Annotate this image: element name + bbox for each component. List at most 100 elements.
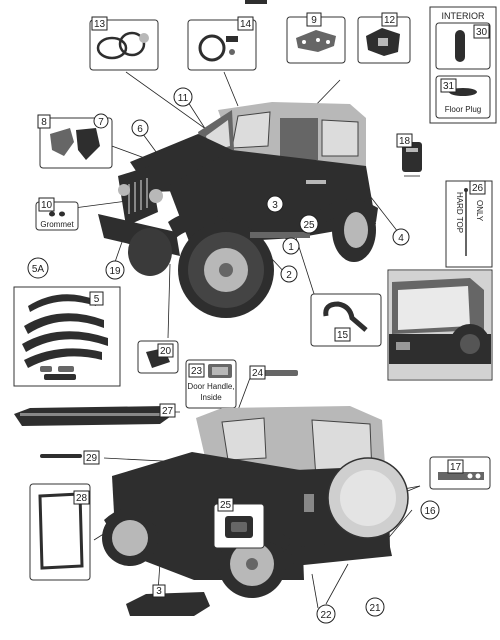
svg-text:26: 26 xyxy=(472,183,484,194)
svg-text:20: 20 xyxy=(160,346,172,357)
callout-1: 1 xyxy=(282,237,300,255)
grommet-caption: Grommet xyxy=(40,220,74,229)
callout-23: 23 xyxy=(188,363,205,378)
callout-17: 17 xyxy=(447,459,464,474)
jeep-front-view xyxy=(98,102,378,318)
callout-21: 21 xyxy=(365,597,385,617)
svg-text:18: 18 xyxy=(399,136,411,147)
svg-text:12: 12 xyxy=(384,15,396,26)
svg-text:29: 29 xyxy=(86,453,98,464)
battery-cable-part xyxy=(96,31,149,60)
part-box-28 xyxy=(29,483,91,581)
svg-text:19: 19 xyxy=(109,266,121,277)
grommet-part xyxy=(49,211,65,217)
svg-text:2: 2 xyxy=(286,270,292,281)
door-handle-inside-part xyxy=(208,364,232,378)
callout-9: 9 xyxy=(306,12,322,27)
door-seal-part-28 xyxy=(38,492,84,570)
svg-text:1: 1 xyxy=(288,242,294,253)
svg-text:15: 15 xyxy=(337,330,349,341)
callout-24: 24 xyxy=(249,365,266,380)
svg-text:24: 24 xyxy=(252,368,264,379)
svg-text:21: 21 xyxy=(369,603,381,614)
svg-text:13: 13 xyxy=(94,19,106,30)
svg-text:28: 28 xyxy=(76,493,88,504)
callout-6: 6 xyxy=(131,119,149,137)
fender-flares-part xyxy=(22,294,108,380)
svg-text:16: 16 xyxy=(424,506,436,517)
callout-30: 30 xyxy=(473,24,490,39)
callout-5: 5 xyxy=(89,291,104,306)
part-29-rod xyxy=(40,454,82,458)
callout-18: 18 xyxy=(396,133,413,148)
interior-part-30 xyxy=(455,30,465,62)
callout-5a: 5A xyxy=(27,257,49,279)
part-27-bar xyxy=(14,406,174,426)
svg-text:3: 3 xyxy=(156,586,162,597)
svg-text:25: 25 xyxy=(220,500,232,511)
callout-25b: 25 xyxy=(217,497,234,512)
callout-2: 2 xyxy=(280,265,298,283)
latch-part xyxy=(366,28,400,56)
callout-7: 7 xyxy=(93,113,109,129)
callout-22: 22 xyxy=(316,604,336,624)
svg-text:23: 23 xyxy=(191,366,203,377)
svg-text:11: 11 xyxy=(178,93,189,104)
callout-15: 15 xyxy=(334,327,351,342)
svg-text:4: 4 xyxy=(398,233,404,244)
part-24 xyxy=(260,370,298,376)
part-26-rod xyxy=(464,188,468,256)
top-title-fragment xyxy=(245,0,267,4)
callout-20: 20 xyxy=(157,343,174,358)
svg-text:17: 17 xyxy=(450,462,462,473)
svg-text:5: 5 xyxy=(94,294,100,305)
callout-27: 27 xyxy=(159,403,176,418)
svg-text:22: 22 xyxy=(320,610,332,621)
callout-14: 14 xyxy=(237,16,254,31)
seal-part-15 xyxy=(323,301,368,332)
callout-26: 26 xyxy=(469,180,486,195)
svg-text:10: 10 xyxy=(41,200,53,211)
svg-text:31: 31 xyxy=(443,81,455,92)
svg-text:27: 27 xyxy=(162,406,174,417)
part-17 xyxy=(438,472,484,480)
svg-text:6: 6 xyxy=(137,124,143,135)
door-handle-outside-part xyxy=(50,128,100,160)
svg-text:14: 14 xyxy=(240,19,252,30)
callout-25a: 25 xyxy=(299,214,319,234)
svg-text:7: 7 xyxy=(98,117,104,128)
callout-10: 10 xyxy=(38,197,55,212)
only-text: ONLY xyxy=(475,200,484,222)
callout-31: 31 xyxy=(440,78,457,93)
hard-top-box xyxy=(445,180,493,268)
harness-part xyxy=(198,34,238,62)
callout-29: 29 xyxy=(83,450,100,465)
callout-3b: 3 xyxy=(152,584,166,598)
floor-plug-caption: Floor Plug xyxy=(445,105,481,114)
svg-text:3: 3 xyxy=(272,200,278,211)
callout-4: 4 xyxy=(392,228,410,246)
door-hinge-part xyxy=(296,30,336,52)
hardtop-photo-content xyxy=(389,271,491,379)
door-handle-caption-2: Inside xyxy=(200,393,222,402)
svg-text:9: 9 xyxy=(311,15,317,26)
svg-text:25: 25 xyxy=(303,220,315,231)
svg-text:8: 8 xyxy=(41,117,47,128)
jeep-rear-view xyxy=(102,406,409,598)
part-18-bracket xyxy=(402,142,422,172)
callout-19: 19 xyxy=(105,260,125,280)
callout-11: 11 xyxy=(173,87,193,107)
callout-8: 8 xyxy=(37,114,51,129)
callout-12: 12 xyxy=(381,12,398,27)
hard-top-text: HARD TOP xyxy=(455,192,464,233)
callout-13: 13 xyxy=(91,16,108,31)
part-3-step xyxy=(126,592,210,616)
svg-text:5A: 5A xyxy=(32,264,45,275)
svg-text:30: 30 xyxy=(476,27,488,38)
door-handle-caption-1: Door Handle, xyxy=(187,382,234,391)
part-25-handle xyxy=(225,516,253,538)
callout-3a: 3 xyxy=(266,195,284,213)
interior-title: INTERIOR xyxy=(441,11,485,21)
callout-28: 28 xyxy=(73,490,90,505)
callout-16: 16 xyxy=(420,500,440,520)
